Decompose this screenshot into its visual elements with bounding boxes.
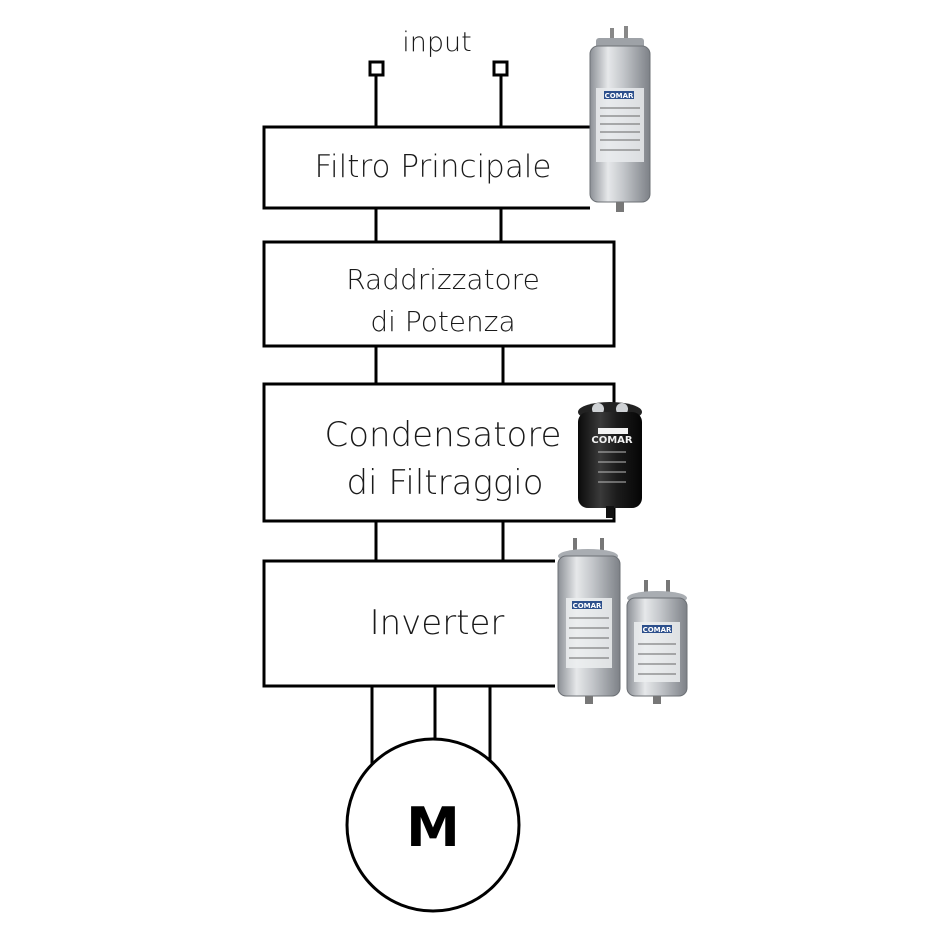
filtro-label: Filtro Principale <box>314 149 551 185</box>
capacitor-image-condensatore: COMAR <box>578 402 642 518</box>
motor-label: M <box>406 796 460 859</box>
capacitor-brand-2: COMAR <box>591 435 633 446</box>
raddrizzatore-label-line1: Raddrizzatore <box>346 263 540 296</box>
capacitor-image-inverter-large: COMAR <box>557 538 621 704</box>
input-terminal-right <box>492 60 509 77</box>
block-inverter: Inverter <box>262 559 564 688</box>
motor: M <box>345 737 521 913</box>
input-terminal-left <box>368 60 385 77</box>
block-raddrizzatore: Raddrizzatore di Potenza <box>262 240 616 348</box>
block-condensatore: Condensatore di Filtraggio <box>262 382 616 523</box>
capacitor-brand-1: COMAR <box>605 92 634 100</box>
capacitor-image-inverter-small: COMAR <box>626 580 688 704</box>
raddrizzatore-label-line2: di Potenza <box>370 305 515 338</box>
inverter-label: Inverter <box>370 603 505 643</box>
capacitor-brand-3: COMAR <box>573 602 602 610</box>
capacitor-image-filtro: COMAR <box>589 26 651 212</box>
condensatore-label-line2: di Filtraggio <box>346 463 543 503</box>
input-label: input <box>402 27 471 58</box>
condensatore-label-line1: Condensatore <box>325 415 562 455</box>
capacitor-brand-4: COMAR <box>643 626 672 634</box>
block-filtro-principale: Filtro Principale <box>262 125 614 210</box>
